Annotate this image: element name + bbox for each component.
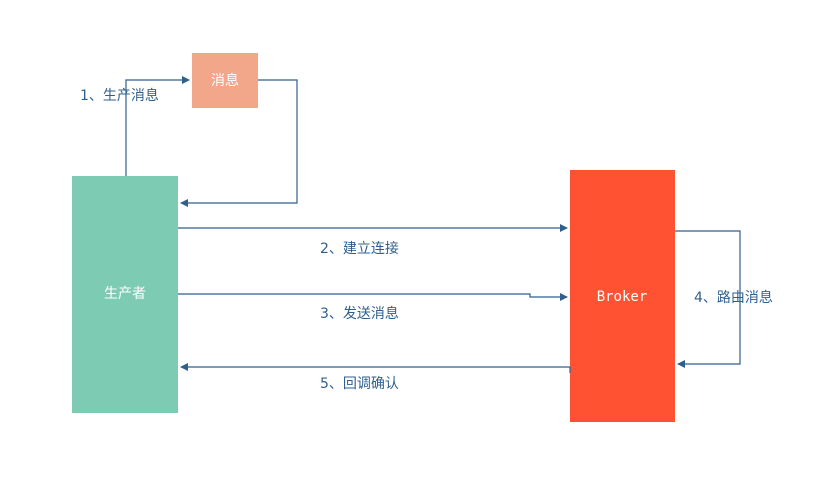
edge-produce-message: 1、生产消息 xyxy=(80,76,190,176)
edge-route-message: 4、路由消息 xyxy=(675,230,773,368)
producer-label: 生产者 xyxy=(104,286,146,302)
edge-send-message: 3、发送消息 xyxy=(178,293,568,322)
edge-callback-confirm-line xyxy=(180,363,571,373)
edge-establish-connection-label: 2、建立连接 xyxy=(320,240,399,257)
edge-callback-confirm-label: 5、回调确认 xyxy=(320,376,399,392)
edge-produce-message-label: 1、生产消息 xyxy=(80,87,159,104)
message-label: 消息 xyxy=(211,72,239,89)
edge-message-return xyxy=(180,79,298,207)
message-box xyxy=(192,53,258,108)
edge-send-message-line xyxy=(178,293,568,301)
broker-box xyxy=(570,170,675,422)
broker-label: Broker xyxy=(597,289,648,305)
broker-node: Broker xyxy=(570,170,675,422)
edge-establish-connection: 2、建立连接 xyxy=(178,224,568,257)
edge-callback-confirm: 5、回调确认 xyxy=(180,363,571,392)
producer-node: 生产者 xyxy=(72,176,178,413)
producer-box xyxy=(72,176,178,413)
edge-route-message-label: 4、路由消息 xyxy=(694,289,773,306)
edge-send-message-label: 3、发送消息 xyxy=(320,305,399,322)
message-node: 消息 xyxy=(192,53,258,108)
edge-message-return-line xyxy=(180,79,298,207)
edge-route-message-line xyxy=(675,230,741,368)
edge-produce-message-line xyxy=(125,76,190,176)
